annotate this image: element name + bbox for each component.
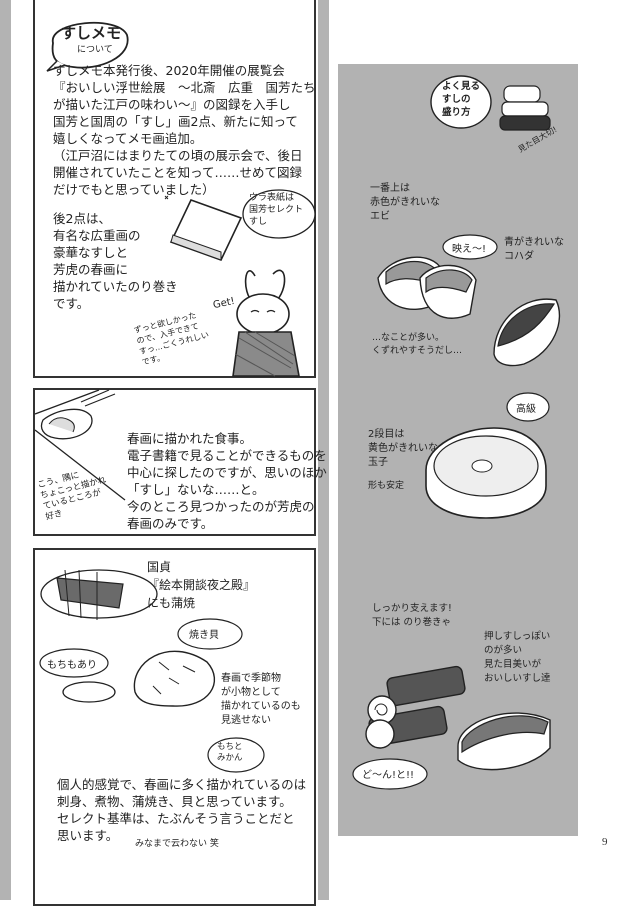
oshi-sushi-illustration <box>457 712 551 771</box>
mochi-mikan-label: もちと みかん <box>217 742 243 763</box>
norimaki-illustration <box>365 665 466 749</box>
kunisada-source: 国貞 『絵本開談夜之殿』 にも蒲焼 <box>147 560 256 610</box>
rabbit-character <box>232 269 300 377</box>
kunisada-panel: 国貞 『絵本開談夜之殿』 にも蒲焼 焼き貝 もちもあり 春画で季節物 が小物とし… <box>33 548 316 906</box>
bae-label: 映え〜! <box>452 244 487 255</box>
sushi-title: よく見る すしの 盛り方 <box>442 81 481 118</box>
ebi-sushi-illustration <box>377 256 477 319</box>
shunga-panel: 春画に描かれた食事。 電子書籍で見ることができるものを 中心に探したのですが、思… <box>33 388 327 536</box>
koukyu-label: 高級 <box>516 404 536 415</box>
seasonal-note: 春画で季節物 が小物として 描かれているのも 見逃せない <box>221 673 301 726</box>
sushi-tray-sketch <box>34 389 126 501</box>
tamago-illustration <box>425 427 547 519</box>
kunisada-tail: みなまで云わない 笑 <box>135 839 219 849</box>
mochi-illustration <box>62 681 116 703</box>
left-gutter <box>0 0 11 900</box>
sushi-panel: よく見る すしの 盛り方 見た目大切! 一番上は 赤色がきれいな エビ 映え〜!… <box>338 64 578 836</box>
ebi-label: 一番上は 赤色がきれいな エビ <box>370 183 440 222</box>
book-note-bubble <box>242 189 316 239</box>
memo-panel: すしメモ について すしメモ本発行後、2020年開催の展覧会 『おいしい浮世絵展… <box>33 0 316 378</box>
tamago-note: 形も安定 <box>368 481 405 491</box>
mini-sushi-stack <box>499 85 551 131</box>
kuzure-note: …なことが多い。 くずれやすそうだし… <box>372 333 463 356</box>
catalog-book-illustration <box>164 195 243 261</box>
hamaguri-label: 焼き貝 <box>189 630 219 641</box>
mochi-mikan-bubble <box>207 737 265 773</box>
page-number: 9 <box>602 836 608 848</box>
bae-bubble <box>442 234 498 260</box>
tamago-label: 2段目は 黄色がきれいな 玉子 <box>368 429 438 468</box>
shunga-body: 春画に描かれた食事。 電子書籍で見ることができるものを 中心に探したのですが、思… <box>127 431 327 531</box>
memo-body-2: 後2点は、 有名な広重画の 豪華なすしと 芳虎の春画に 描かれていたのり巻き で… <box>53 211 178 311</box>
center-gutter <box>318 0 329 900</box>
koukyu-bubble <box>506 392 550 422</box>
don-bubble <box>352 758 428 790</box>
kohada-label: 青がきれいな コハダ <box>504 237 564 262</box>
sushi-title-bubble <box>430 75 492 129</box>
support-label: しっかり支えます! 下には のり巻きゃ <box>372 603 452 628</box>
oshi-note: 押しすしっぽい のが多い 見た目美いが おいしいすし達 <box>484 631 551 684</box>
memo-title-badge <box>46 22 129 72</box>
mochi-bubble <box>39 648 109 678</box>
kunisada-body: 個人的感覚で、春画に多く描かれているのは 刺身、煮物、蒲焼き、貝と思っています。… <box>57 777 307 843</box>
mochi-label: もちもあり <box>47 660 97 671</box>
book-note: ウラ表紙は 国芳セレクト すし <box>249 193 304 227</box>
memo-title: すしメモ <box>61 24 122 42</box>
memo-body: すしメモ本発行後、2020年開催の展覧会 『おいしい浮世絵展 ～北斎 広重 国芳… <box>53 63 316 197</box>
kabayaki-plate-sketch <box>40 569 158 620</box>
kohada-sushi-illustration <box>493 298 561 367</box>
memo-title-sub: について <box>77 45 113 55</box>
shell-illustration <box>133 650 216 707</box>
rabbit-note: ずっと欲しかった ので、入手できて すっ…ごくうれしい です。 <box>132 310 210 368</box>
hamaguri-bubble <box>177 618 243 650</box>
don-label: ど〜ん!と!! <box>362 770 415 781</box>
